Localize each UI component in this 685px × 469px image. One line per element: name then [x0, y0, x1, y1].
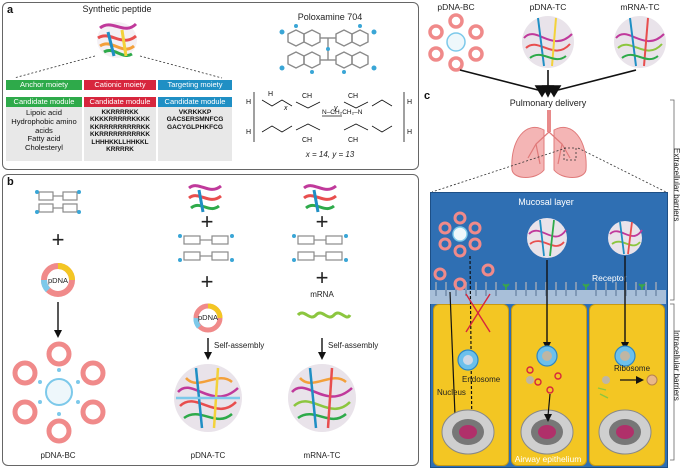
- plus-icon: +: [200, 269, 214, 294]
- self-assembly-label: Self-assembly: [328, 341, 379, 350]
- plus-icon: +: [315, 209, 329, 234]
- top-particle-label: pDNA-BC: [437, 2, 475, 12]
- module-item: KKRRRRRRRRRKK: [90, 123, 150, 131]
- cationic-module-header: Candidate module: [84, 97, 156, 107]
- extracellular-barriers-label: Extracellular barriers: [672, 148, 681, 222]
- module-item: Hydrophobic amino: [11, 116, 77, 126]
- plus-icon: +: [315, 265, 329, 290]
- panel-b-label: b: [7, 176, 14, 188]
- peptide-ribbon-illustration: [97, 22, 138, 58]
- cationic-module-items: KKRRRRKK KKKKRRRRRKKKK KKRRRRRRRRRKK KKR…: [84, 107, 156, 153]
- nucleus-label: Nucleus: [437, 388, 466, 397]
- anchor-moiety: Anchor moiety: [6, 80, 82, 90]
- poloxamine-icon: [35, 190, 81, 214]
- module-item: VKRKKKP: [178, 109, 212, 116]
- module-item: acids: [35, 125, 53, 135]
- endosome-label: Endosome: [462, 375, 501, 384]
- module-item: GACYGLPHKFCG: [166, 123, 224, 131]
- module-item: GACSERSMNFCG: [166, 116, 224, 124]
- formula-atom-ch3: CH: [302, 93, 312, 100]
- anchor-module-box: Candidate module Lipoic acid Hydrophobic…: [6, 97, 82, 161]
- mrna-tc-particle: [288, 364, 356, 432]
- targeting-moiety: Targeting moiety: [158, 80, 232, 90]
- receptor-label: Receptor: [592, 273, 627, 283]
- product-label: mRNA-TC: [303, 451, 341, 460]
- peptide-ribbon-icon: [188, 184, 222, 213]
- ribosome-label: Ribosome: [614, 364, 651, 373]
- module-item: KKRRRRKK: [101, 109, 139, 116]
- poloxamine-icon: [292, 234, 348, 262]
- poloxamine-title: Poloxamine 704: [297, 12, 363, 22]
- formula-atom-h: H: [246, 99, 251, 106]
- formula-note: x = 14, y = 13: [305, 150, 355, 159]
- top-pdna-bc-particle: [428, 13, 484, 72]
- pdna-label: pDNA: [47, 276, 69, 285]
- self-assembly-label: Self-assembly: [214, 341, 265, 350]
- module-item: KKKKRRRRRKKKK: [90, 116, 150, 124]
- barrier-scene: [433, 211, 658, 455]
- mrna-label: mRNA: [310, 290, 334, 299]
- module-item: LHHHKKLLHHKKL: [91, 138, 149, 146]
- synthetic-peptide-title: Synthetic peptide: [82, 4, 152, 14]
- plus-icon: +: [200, 209, 214, 234]
- pulmonary-delivery-label: Pulmonary delivery: [509, 98, 587, 108]
- formula-x: x: [283, 105, 288, 112]
- formula-y: y: [333, 105, 338, 112]
- poloxamine-structure-illustration: [279, 24, 377, 74]
- lungs-illustration: [511, 110, 587, 178]
- top-particle-label: mRNA-TC: [620, 2, 660, 12]
- module-item: KKRRRRRRRRRKK: [90, 131, 150, 139]
- formula-atom-ch3: CH: [302, 137, 312, 144]
- formula-atom-ch3: CH: [348, 93, 358, 100]
- anchor-module-items: Lipoic acid Hydrophobic amino acids Fatt…: [6, 107, 82, 153]
- top-pdna-tc-particle: [522, 16, 574, 68]
- product-label: pDNA-TC: [190, 451, 226, 460]
- formula-atom-ch3: CH: [348, 137, 358, 144]
- pdna-label: pDNA: [197, 313, 219, 322]
- peptide-ribbon-icon: [303, 184, 337, 213]
- barrier-brackets: [670, 99, 675, 461]
- module-item: Fatty acid: [27, 134, 61, 144]
- intracellular-barriers-label: Intracellular barriers: [672, 330, 681, 401]
- module-item: Cholesteryl: [25, 143, 63, 153]
- arrow-down-icon: [204, 338, 212, 360]
- pdna-bc-particle: [12, 341, 106, 444]
- targeting-module-header: Candidate module: [158, 97, 232, 107]
- product-label: pDNA-BC: [40, 451, 76, 460]
- cilia-strip: [430, 282, 666, 304]
- module-item: KRRRRK: [106, 146, 134, 154]
- arrow-down-icon: [54, 302, 62, 338]
- targeting-module-box: Candidate module VKRKKKP GACSERSMNFCG GA…: [158, 97, 232, 161]
- formula-atom-h: H: [407, 129, 412, 136]
- poloxamine-icon: [178, 234, 234, 262]
- panel-a-label: a: [7, 4, 14, 16]
- formula-atom-h: H: [407, 99, 412, 106]
- panel-c-label: c: [424, 90, 431, 102]
- anchor-module-header: Candidate module: [6, 97, 82, 107]
- poloxamine-formula: H H H H H CH CH CH CH N–CH₂CH₂–N x y: [246, 91, 412, 144]
- pdna-ring-icon: [193, 303, 223, 333]
- mucosal-layer-label: Mucosal layer: [518, 197, 574, 207]
- plus-icon: +: [51, 227, 65, 252]
- mrna-strand-icon: [296, 311, 352, 319]
- pdna-ring-icon: [41, 263, 75, 297]
- arrow-down-icon: [318, 338, 326, 360]
- module-item: Lipoic acid: [26, 108, 62, 117]
- formula-linker: N–CH₂CH₂–N: [322, 109, 363, 116]
- formula-atom-h2: H: [268, 91, 273, 98]
- top-mrna-tc-particle: [614, 16, 666, 68]
- cationic-moiety: Cationic moiety: [84, 80, 156, 90]
- airway-epithelium-label: Airway epithelium: [514, 454, 582, 464]
- targeting-module-items: VKRKKKP GACSERSMNFCG GACYGLPHKFCG: [158, 107, 232, 131]
- top-particle-label: pDNA-TC: [529, 2, 567, 12]
- formula-atom-h: H: [246, 129, 251, 136]
- cationic-module-box: Candidate module KKRRRRKK KKKKRRRRRKKKK …: [84, 97, 156, 161]
- pdna-tc-particle: [174, 364, 242, 432]
- peptide-guide-lines: [13, 55, 223, 79]
